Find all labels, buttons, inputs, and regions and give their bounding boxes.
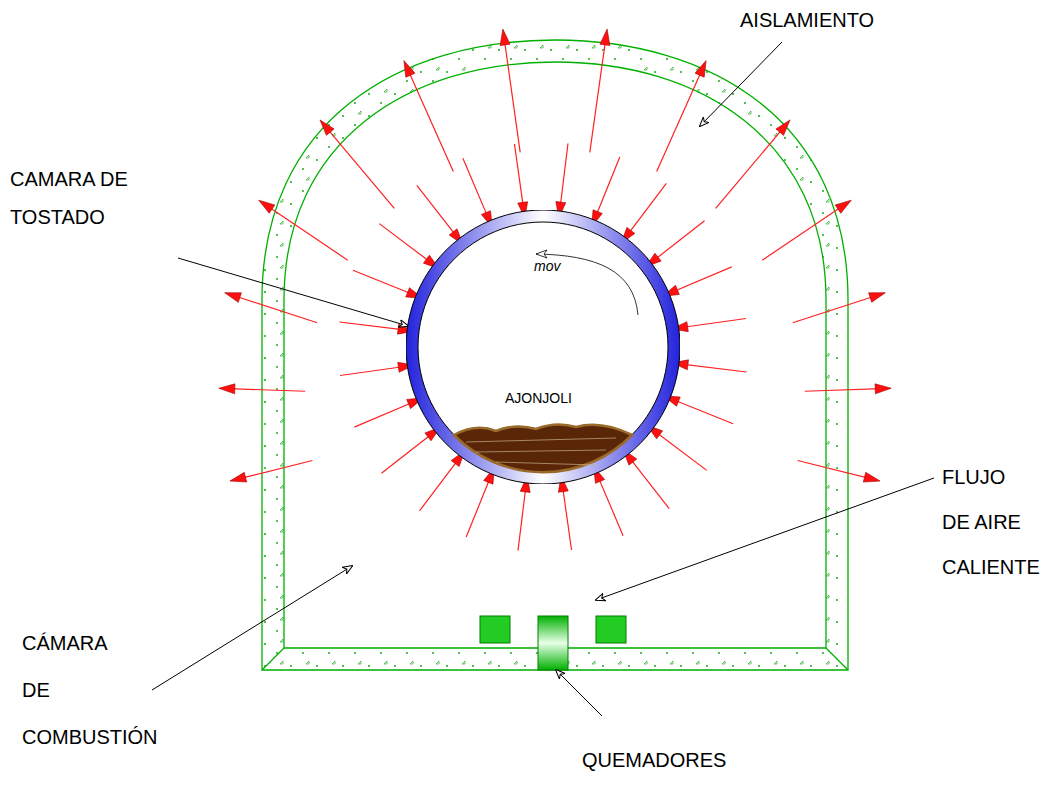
burner: [596, 616, 626, 643]
roasting-drum: movAJONJOLI: [406, 210, 680, 484]
leader-lines: [152, 42, 934, 716]
drum-outline: [406, 210, 680, 484]
heat-arrows: [219, 29, 891, 550]
burner: [538, 616, 568, 670]
rotation-label: mov: [534, 258, 560, 274]
burner: [480, 616, 510, 643]
insulation: [262, 40, 848, 670]
part-label: CÁMARA DE COMBUSTIÓN: [22, 620, 122, 761]
part-label: QUEMADORES: [582, 738, 782, 783]
part-label: FLUJO DE AIRE CALIENTE: [942, 455, 1022, 590]
material-label: AJONJOLI: [505, 390, 572, 406]
part-label: CAMARA DE TOSTADO: [10, 160, 130, 236]
part-label: AISLAMIENTO: [740, 0, 1040, 43]
